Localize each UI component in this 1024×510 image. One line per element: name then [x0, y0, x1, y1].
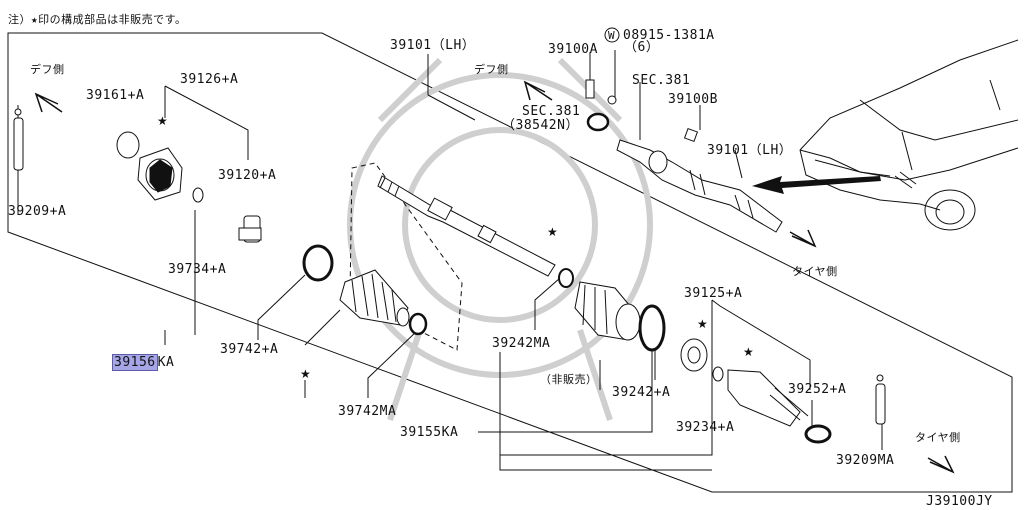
- arrow-diff-center-icon: [523, 80, 553, 101]
- leader-39742: [257, 274, 341, 346]
- label-39156-highlight: 39156: [112, 354, 158, 371]
- direction-tire-right: タイヤ側: [915, 431, 961, 444]
- ring-39234-icon: [712, 366, 724, 382]
- shaft-dashed-box: [349, 162, 463, 351]
- bolt-39100a-icon: [585, 79, 595, 99]
- w-badge-icon: [604, 27, 620, 43]
- housing-39126-icon: [137, 147, 183, 201]
- leader-39101r: [734, 149, 743, 179]
- label-08915-qty: （6）: [624, 40, 660, 55]
- label-39242ma[interactable]: 39242MA: [492, 336, 551, 351]
- label-39161[interactable]: 39161+A: [86, 88, 145, 103]
- arrow-tire-right-icon: [927, 455, 955, 474]
- label-39120[interactable]: 39120+A: [218, 168, 277, 183]
- bearing-39125-icon: [680, 338, 708, 372]
- label-39242[interactable]: 39242+A: [612, 385, 671, 400]
- assembly-frame: [7, 32, 1013, 493]
- label-39101-right[interactable]: 39101（LH）: [707, 143, 793, 158]
- label-not-sold: （非販売）: [540, 373, 598, 386]
- nut-39100b-icon: [683, 127, 699, 143]
- label-39234[interactable]: 39234+A: [676, 420, 735, 435]
- label-39156-suffix: KA: [157, 355, 175, 370]
- label-39742[interactable]: 39742+A: [220, 342, 279, 357]
- star-icon: ★: [157, 114, 168, 128]
- arrow-diff-left-icon: [34, 92, 63, 113]
- star-icon: ★: [743, 345, 754, 359]
- leader-39155ka: [478, 345, 653, 433]
- label-08915[interactable]: 08915-1381A: [623, 28, 715, 43]
- band-39742-icon: [302, 244, 334, 282]
- label-39100b[interactable]: 39100B: [668, 92, 718, 107]
- label-39209ma[interactable]: 39209MA: [836, 453, 895, 468]
- direction-tire-mid: タイヤ側: [792, 265, 838, 278]
- leader-39125: [500, 299, 811, 456]
- leader-39156: [164, 210, 196, 345]
- band-small-icon: [408, 312, 428, 336]
- label-sec381-b[interactable]: SEC.381: [522, 104, 581, 119]
- pin-39209-icon: [13, 105, 24, 171]
- driveshaft-assembly-icon: [616, 139, 783, 233]
- car-pointer-arrow: [752, 176, 881, 194]
- label-39252[interactable]: 39252+A: [788, 382, 847, 397]
- diagram-code: J39100JY: [926, 494, 993, 509]
- leader-39742ma: [304, 329, 419, 398]
- label-sec381-a[interactable]: SEC.381: [632, 73, 691, 88]
- leader-39100a: [589, 50, 616, 98]
- seal-39252-icon: [804, 424, 832, 444]
- w-badge-text: W: [608, 29, 616, 42]
- shaft-39101-icon: [377, 175, 556, 277]
- label-39125[interactable]: 39125+A: [684, 286, 743, 301]
- note-text: 注）★印の構成部品は非販売です。: [8, 13, 187, 26]
- direction-diff-left: デフ側: [30, 63, 65, 76]
- label-38542n[interactable]: （38542N）: [502, 118, 579, 133]
- label-39126[interactable]: 39126+A: [180, 72, 239, 87]
- label-39734[interactable]: 39734+A: [168, 262, 227, 277]
- outer-joint-icon: [727, 369, 809, 427]
- leader-39242ma: [499, 277, 712, 471]
- leader-39242: [599, 348, 656, 390]
- star-icon: ★: [697, 317, 708, 331]
- ring-39734-icon: [192, 187, 204, 203]
- seal-38542n-icon: [586, 112, 610, 132]
- star-icon: ★: [300, 367, 311, 381]
- leader-39126: [164, 85, 249, 160]
- cap-39161-icon: [116, 131, 140, 159]
- clip-39120-icon: [238, 215, 262, 243]
- leader-39101: [427, 54, 476, 121]
- arrow-tire-mid-icon: [789, 229, 817, 248]
- label-39100a[interactable]: 39100A: [548, 42, 598, 57]
- direction-diff-center: デフ側: [474, 63, 509, 76]
- boot-39242ma-icon: [574, 281, 641, 341]
- boot-39742ma-icon: [339, 269, 410, 327]
- label-39209[interactable]: 39209+A: [8, 204, 67, 219]
- label-39742ma[interactable]: 39742MA: [338, 404, 397, 419]
- band-39242ma-icon: [558, 268, 574, 288]
- label-39155ka[interactable]: 39155KA: [400, 425, 459, 440]
- washer-08915-icon: [607, 95, 617, 105]
- star-icon: ★: [547, 225, 558, 239]
- pin-39209ma-icon: [875, 374, 886, 425]
- band-39242-icon: [638, 304, 666, 352]
- car-illustration-icon: [799, 39, 1019, 231]
- label-39101-top[interactable]: 39101（LH）: [390, 38, 476, 53]
